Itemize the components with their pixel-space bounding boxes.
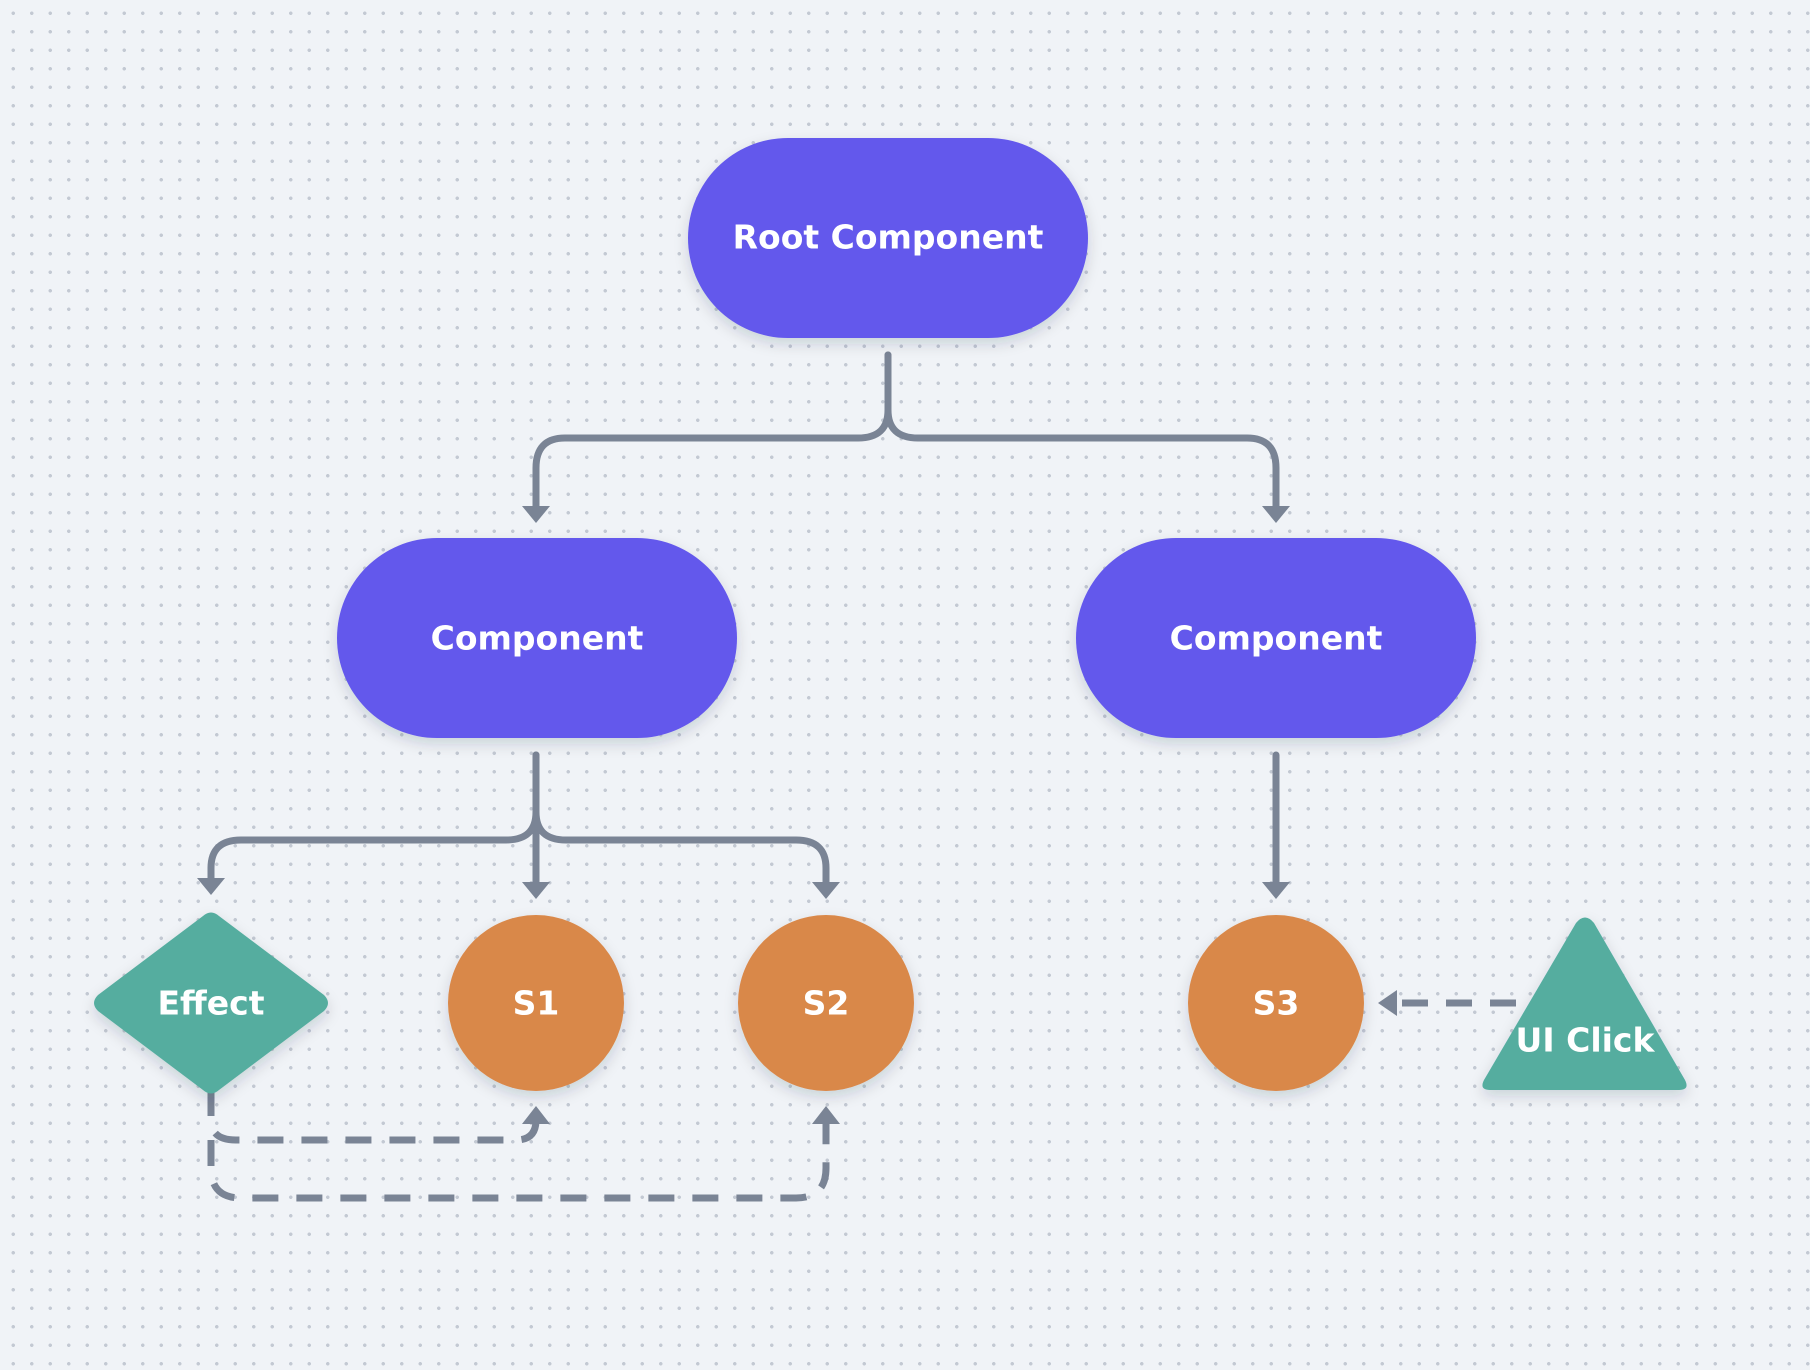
component-left-label: Component xyxy=(431,619,644,658)
arrowhead-s1-dashed xyxy=(522,1106,550,1124)
s2-label: S2 xyxy=(803,984,850,1023)
node-ui-click[interactable]: UI Click xyxy=(1482,917,1687,1091)
nodes: Root Component Component Component Effec… xyxy=(94,138,1687,1094)
s1-shape xyxy=(448,915,624,1091)
arrowhead-component-right xyxy=(1262,506,1290,523)
node-s2[interactable]: S2 xyxy=(738,915,914,1091)
s2-shape xyxy=(738,915,914,1091)
edge-effect-to-s1 xyxy=(207,1090,540,1144)
node-s3[interactable]: S3 xyxy=(1188,915,1364,1091)
arrowhead-s2 xyxy=(812,882,840,899)
effect-label: Effect xyxy=(158,984,265,1023)
ui-click-shape xyxy=(1482,917,1687,1090)
arrowhead-s1 xyxy=(522,882,550,899)
s1-label: S1 xyxy=(513,984,560,1023)
arrowhead-effect xyxy=(197,878,225,895)
node-component-left[interactable]: Component xyxy=(337,538,737,738)
component-left-shape xyxy=(337,538,737,738)
edge-root-to-component-right xyxy=(884,351,1280,510)
node-effect[interactable]: Effect xyxy=(94,912,328,1094)
component-right-shape xyxy=(1076,538,1476,738)
root-component-label: Root Component xyxy=(733,218,1044,257)
edge-root-to-component-left xyxy=(532,351,892,510)
edge-component-left-to-s2 xyxy=(532,808,830,886)
component-right-label: Component xyxy=(1170,619,1383,658)
ui-click-label: UI Click xyxy=(1516,1021,1656,1060)
s3-label: S3 xyxy=(1253,984,1300,1023)
node-s1[interactable]: S1 xyxy=(448,915,624,1091)
effect-shape xyxy=(94,912,328,1094)
edges xyxy=(197,351,1516,1202)
arrowhead-component-left xyxy=(522,506,550,523)
root-component-shape xyxy=(688,138,1088,338)
node-component-right[interactable]: Component xyxy=(1076,538,1476,738)
s3-shape xyxy=(1188,915,1364,1091)
arrowhead-s3 xyxy=(1262,882,1290,899)
edge-effect-to-s2 xyxy=(207,1118,830,1202)
arrowhead-s3-dashed xyxy=(1378,990,1397,1016)
arrowhead-s2-dashed xyxy=(812,1106,840,1124)
edge-component-left-to-effect xyxy=(207,751,540,882)
node-root-component[interactable]: Root Component xyxy=(688,138,1088,338)
